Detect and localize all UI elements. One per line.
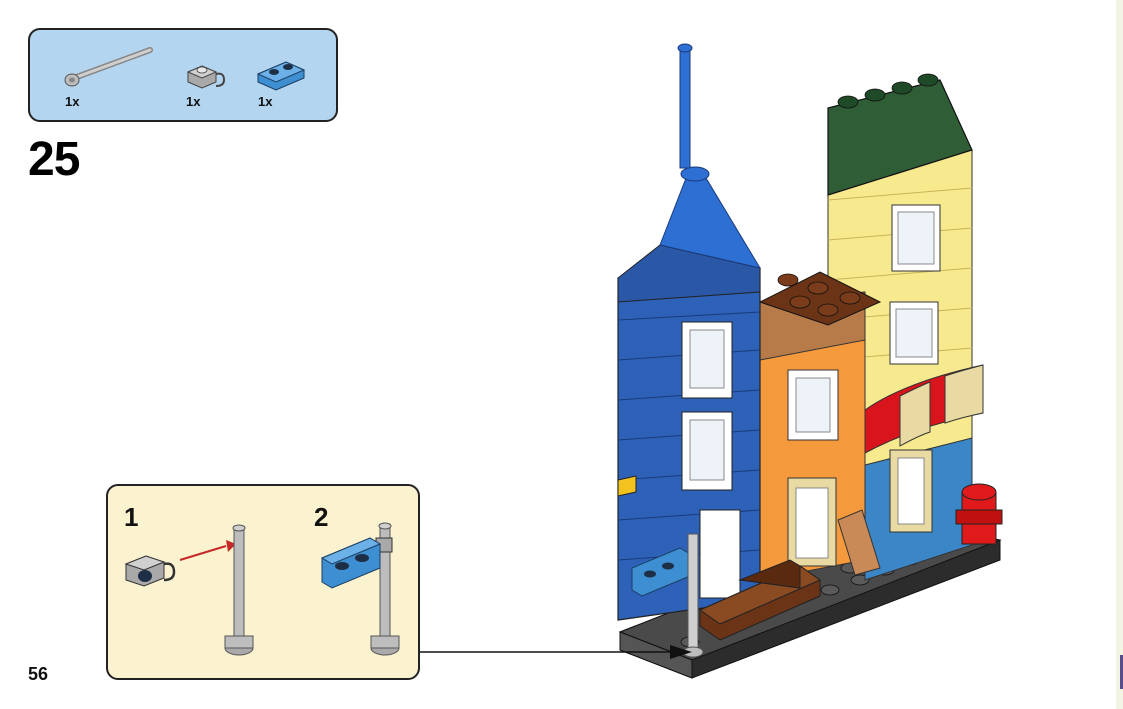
substep-illustrations (108, 486, 418, 676)
step-number: 25 (28, 132, 79, 187)
antenna-bar-icon (65, 50, 150, 86)
page-edge-strip (1116, 0, 1123, 709)
callout-pointer-arrow (420, 642, 700, 662)
blue-plate-icon (258, 62, 304, 90)
part-qty-antenna: 1x (65, 94, 79, 109)
part-qty-clip-plate: 1x (186, 94, 200, 109)
page-number: 56 (28, 664, 48, 685)
clip-plate-icon (188, 66, 224, 88)
assembled-sign-icon (322, 523, 399, 655)
building-model-illustration (600, 40, 1020, 690)
parts-list-callout: 1x 1x 1x (28, 28, 338, 122)
fire-hydrant (956, 484, 1002, 544)
part-qty-blue-plate: 1x (258, 94, 272, 109)
red-arrow-icon (180, 540, 236, 560)
spire (660, 44, 760, 268)
orange-building (760, 292, 880, 580)
clip-plate-icon (126, 556, 174, 586)
substep-callout: 1 2 (106, 484, 420, 680)
shop-window (898, 458, 924, 524)
